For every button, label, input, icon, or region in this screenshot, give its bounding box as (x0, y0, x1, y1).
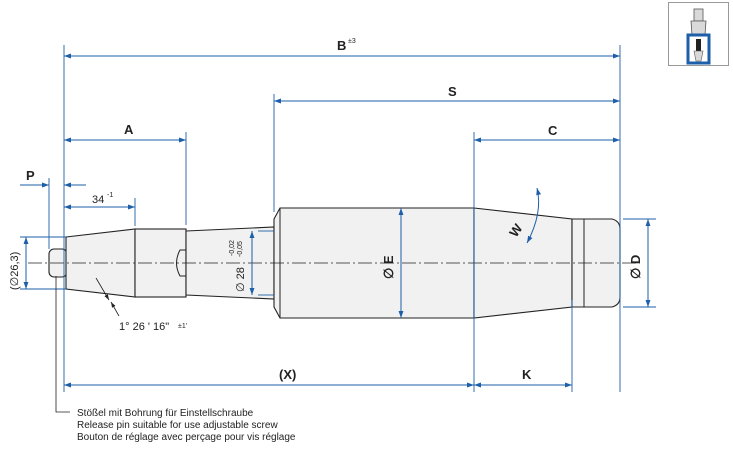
legend-line-de: Stößel mit Bohrung für Einstellschraube (77, 408, 254, 419)
dim-k-label: K (522, 367, 532, 382)
dim-28-tol-upper: -0,02 (229, 240, 236, 256)
dim-28-tol-lower: -0,05 (237, 241, 244, 257)
dim-x-label: (X) (279, 367, 296, 382)
tool-holder-icon (686, 8, 711, 65)
legend-line-en: Release pin suitable for use adjustable … (77, 420, 278, 431)
shank-part (28, 207, 640, 319)
dim-a-label: A (124, 122, 134, 137)
dim-d-label: ∅ D (628, 255, 643, 279)
extension-lines (20, 45, 656, 392)
dim-26-label: (∅26,3) (9, 252, 21, 290)
release-pin-legend: Stößel mit Bohrung für Einstellschraube … (77, 408, 295, 444)
dim-b-label: B (337, 38, 346, 53)
dim-34-tolerance: -1 (107, 192, 113, 199)
angle-tolerance: ±1' (178, 323, 187, 330)
angle-leader (95, 277, 120, 317)
release-pin-leader (55, 276, 70, 413)
angle-label: 1° 26 ' 16" (119, 321, 169, 333)
dim-c-label: C (548, 123, 558, 138)
dim-28-label: ∅ 28 (235, 267, 247, 292)
dim-s-label: S (448, 84, 457, 99)
groove (176, 249, 186, 277)
dim-e-label: ∅ E (381, 255, 396, 279)
dim-p-label: P (26, 168, 35, 183)
tool-holder-thumbnail (668, 2, 729, 66)
dimension-lines (20, 53, 651, 388)
legend-line-fr: Bouton de réglage avec perçage pour vis … (77, 432, 296, 443)
dim-b-tolerance: ±3 (348, 38, 356, 45)
dim-34-label: 34 (92, 194, 104, 206)
